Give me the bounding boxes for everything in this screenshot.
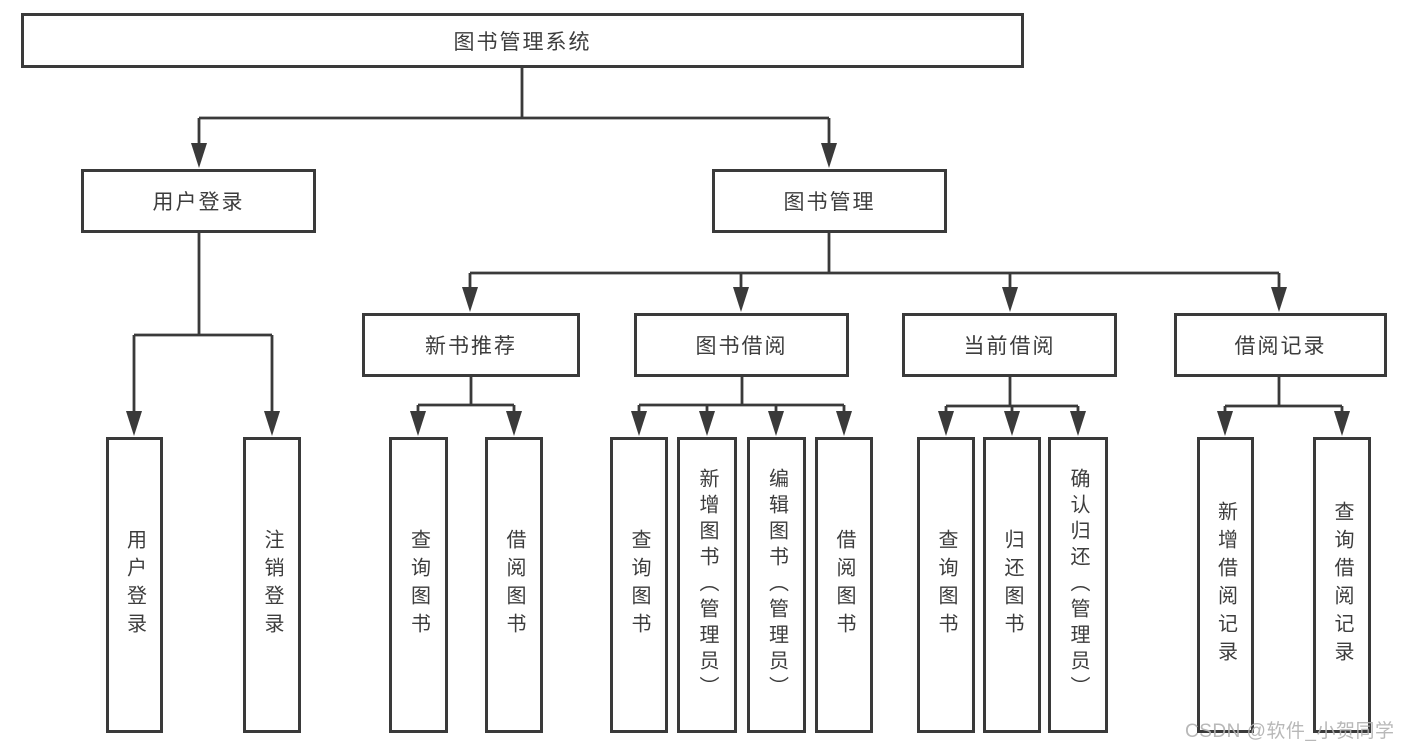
- leaf-logout: 注销登录: [243, 437, 301, 733]
- leaf-br-add-record: 新增借阅记录: [1197, 437, 1254, 733]
- node-new-book-recommend: 新书推荐: [362, 313, 580, 377]
- leaf-cb-confirm-return-admin-label: 确认归还（管理员）: [1067, 468, 1089, 702]
- arrowheads: [126, 118, 1350, 436]
- leaf-bb-borrow-books-label: 借阅图书: [833, 529, 855, 641]
- leaf-logout-label: 注销登录: [261, 529, 283, 641]
- node-book-borrow: 图书借阅: [634, 313, 849, 377]
- node-root-label: 图书管理系统: [453, 30, 592, 54]
- leaf-bb-query-books: 查询图书: [610, 437, 668, 733]
- node-user-login-label: 用户登录: [152, 191, 245, 214]
- leaf-bb-add-books-admin-label: 新增图书（管理员）: [696, 468, 718, 702]
- leaf-nb-query-books-label: 查询图书: [407, 529, 430, 641]
- leaf-cb-return-books: 归还图书: [983, 437, 1041, 733]
- node-book-management: 图书管理: [712, 169, 947, 233]
- node-user-login: 用户登录: [81, 169, 316, 233]
- connector-tree: [134, 66, 1342, 408]
- leaf-nb-query-books: 查询图书: [389, 437, 448, 733]
- leaf-bb-query-books-label: 查询图书: [628, 529, 650, 641]
- leaf-cb-return-books-label: 归还图书: [1001, 529, 1023, 641]
- node-borrow-records: 借阅记录: [1174, 313, 1387, 377]
- leaf-bb-borrow-books: 借阅图书: [815, 437, 873, 733]
- leaf-user-login-label: 用户登录: [123, 529, 146, 641]
- node-current-borrow: 当前借阅: [902, 313, 1117, 377]
- leaf-nb-borrow-books-label: 借阅图书: [503, 529, 525, 641]
- node-current-borrow-label: 当前借阅: [963, 335, 1056, 358]
- leaf-bb-add-books-admin: 新增图书（管理员）: [677, 437, 737, 733]
- node-new-book-recommend-label: 新书推荐: [425, 335, 517, 358]
- csdn-watermark: CSDN @软件_小贺同学: [1185, 721, 1395, 742]
- leaf-bb-edit-books-admin-label: 编辑图书（管理员）: [765, 468, 788, 702]
- leaf-br-query-record-label: 查询借阅记录: [1331, 501, 1353, 669]
- node-borrow-records-label: 借阅记录: [1234, 335, 1327, 358]
- leaf-cb-query-books: 查询图书: [917, 437, 975, 733]
- node-root: 图书管理系统: [21, 13, 1024, 68]
- leaf-bb-edit-books-admin: 编辑图书（管理员）: [747, 437, 806, 733]
- node-book-management-label: 图书管理: [783, 191, 876, 214]
- leaf-br-add-record-label: 新增借阅记录: [1214, 501, 1237, 669]
- leaf-cb-query-books-label: 查询图书: [935, 529, 957, 641]
- node-book-borrow-label: 图书借阅: [695, 335, 788, 358]
- leaf-cb-confirm-return-admin: 确认归还（管理员）: [1048, 437, 1108, 733]
- leaf-br-query-record: 查询借阅记录: [1313, 437, 1371, 733]
- leaf-nb-borrow-books: 借阅图书: [485, 437, 543, 733]
- leaf-user-login: 用户登录: [106, 437, 163, 733]
